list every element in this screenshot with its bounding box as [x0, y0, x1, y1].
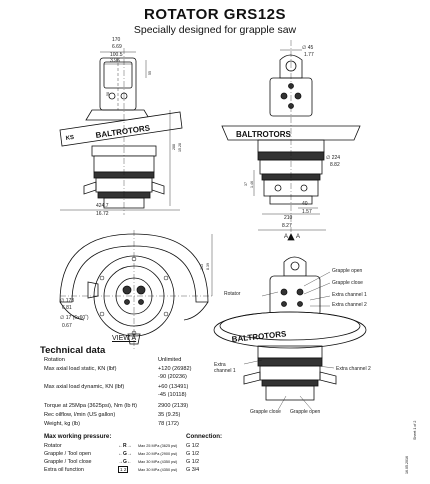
side-view-drawing: BALTROTORS — [221, 40, 361, 241]
pressure-symbol: ←R→ — [118, 443, 132, 449]
dim-3-96: 3.96 — [110, 58, 120, 64]
drawing-date: 16.05.2016 — [405, 456, 409, 474]
label-grapple-open-b: Grapple open — [290, 409, 321, 415]
pressure-symbol: ←G→ — [118, 451, 132, 457]
spec-label: Max axial load dynamic, KN (lbf) — [44, 384, 125, 390]
pressure-max: Max 30 MPa (4350 psi) — [138, 460, 178, 464]
section-mark-a: A — [284, 234, 289, 240]
pressure-symbol: →G← — [118, 459, 132, 465]
label-grapple-close-b: Grapple close — [250, 409, 281, 415]
top-view-drawing — [59, 230, 213, 350]
view-a-label: VIEW A — [112, 335, 137, 342]
pressure-max: Max 30 MPa (4350 psi) — [138, 468, 178, 472]
dim-210: 210 — [284, 215, 293, 221]
label-rotator: Rotator — [224, 291, 241, 297]
pressure-max: Max 25 MPa (3625 psi) — [138, 444, 178, 448]
spec-value: +120 (26982) — [158, 366, 192, 372]
dim-288: 288 — [172, 144, 176, 150]
label-grapple-close: Grapple close — [332, 280, 363, 286]
dim-1-57: 1.57 — [302, 209, 312, 215]
pressure-function: Rotator — [44, 443, 62, 449]
connection-thread: G 1/2 — [186, 451, 200, 457]
svg-text:BALTROTORS: BALTROTORS — [236, 130, 291, 139]
spec-label: Max axial load static, KN (lbf) — [44, 366, 117, 372]
dim-0-67: 0.67 — [62, 323, 72, 329]
front-view-drawing: KS BALTROTORS — [59, 48, 183, 215]
isometric-drawing: BALTROTORS — [213, 256, 367, 411]
pressure-symbol: 1 2 — [118, 466, 129, 473]
dim-8-82: 8.82 — [330, 162, 340, 168]
dim-6-81: 6.81 — [62, 305, 72, 311]
dim-1-77: 1.77 — [304, 52, 314, 58]
dim-213: 213 — [200, 264, 204, 270]
dim-diam-173: ∅ 173 — [60, 298, 75, 304]
dim-8-39: 8.39 — [206, 263, 210, 270]
svg-text:KS: KS — [65, 135, 74, 142]
dim-55: 55 — [148, 71, 152, 75]
spec-value: 78 (172) — [158, 421, 179, 427]
page-title: ROTATOR GRS12S — [143, 6, 287, 23]
section-mark-a-2: A — [296, 234, 301, 240]
pressure-function: Grapple / Tool close — [44, 459, 92, 465]
dim-diam-17: ∅ 17 (6x60˚) — [60, 315, 89, 321]
label-extra-channel-2: Extra channel 2 — [332, 302, 367, 308]
dim-diam-45: ∅ 45 — [302, 45, 314, 51]
dim-8-27: 8.27 — [282, 223, 292, 229]
pressure-heading: Max working pressure: — [44, 433, 112, 440]
connection-thread: G 1/2 — [186, 443, 200, 449]
dim-40: 40 — [302, 201, 308, 207]
spec-value: 35 (9.25) — [158, 412, 181, 418]
spec-label: Rotation — [44, 357, 65, 363]
spec-value: -90 (20236) — [158, 374, 187, 380]
pressure-max: Max 20 MPa (2900 psi) — [138, 452, 178, 456]
spec-value: Unlimited — [158, 357, 182, 363]
dim-424-7: 424.7 — [96, 203, 109, 209]
spec-label: Torque at 25Mpa (3625psi), Nm (lb ft) — [44, 403, 137, 409]
connection-heading: Connection: — [186, 433, 223, 440]
dim-37: 37 — [244, 182, 248, 186]
spec-value: -45 (10118) — [158, 392, 187, 398]
dim-1-46: 1.46 — [250, 181, 254, 188]
dim-170: 170 — [112, 37, 121, 43]
label-extra-channel-1-b: Extra channel 1 — [214, 362, 236, 374]
pressure-function: Extra oil function — [44, 467, 84, 473]
spec-label: Rec oilflow, l/min (US gallon) — [44, 412, 116, 418]
technical-data-heading: Technical data — [40, 345, 106, 356]
label-extra-channel-1: Extra channel 1 — [332, 292, 367, 298]
sheet-number: Sheet 1 of 2 — [413, 420, 417, 440]
page-subtitle: Specially designed for grapple saw — [133, 24, 297, 36]
dim-58: 58 — [106, 92, 110, 96]
spec-value: +60 (13491) — [158, 384, 189, 390]
spec-label: Weight, kg (lb) — [44, 421, 80, 427]
pressure-function: Grapple / Tool open — [44, 451, 91, 457]
connection-thread: G 1/2 — [186, 459, 200, 465]
connection-thread: G 3/4 — [186, 467, 200, 473]
label-extra-channel-2-b: Extra channel 2 — [336, 366, 371, 372]
spec-value: 2900 (2139) — [158, 403, 189, 409]
label-grapple-open: Grapple open — [332, 268, 363, 274]
dim-6-69: 6.69 — [112, 44, 122, 50]
dim-100-5: 100.5 — [110, 52, 123, 58]
dim-diam-224: ∅ 224 — [326, 155, 341, 161]
dim-16-72: 16.72 — [96, 211, 109, 217]
dim-15-28: 15.28 — [178, 143, 182, 152]
